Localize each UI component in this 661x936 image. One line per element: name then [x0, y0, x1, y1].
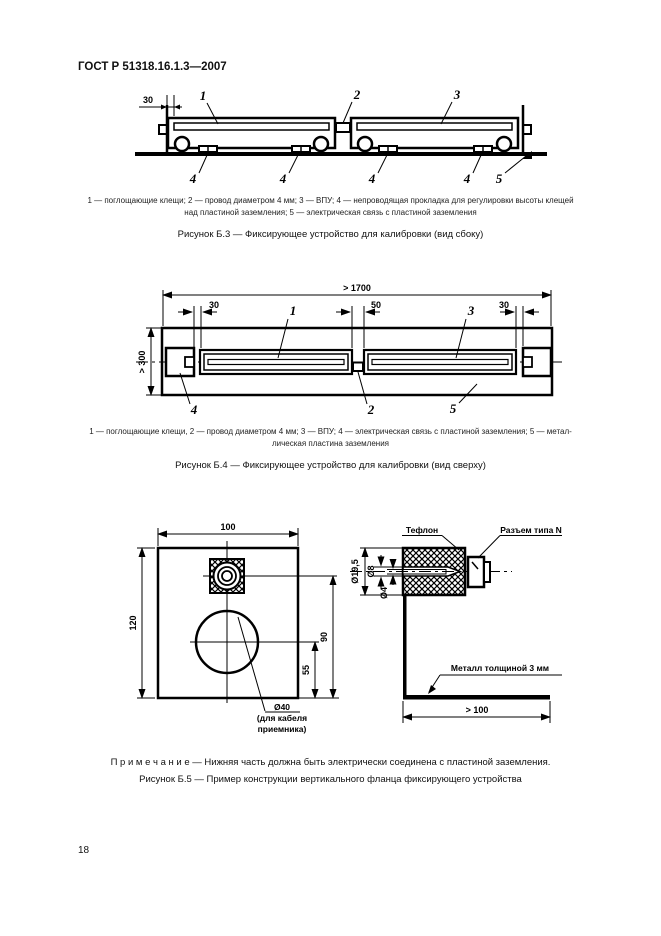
standard-number-header: ГОСТ Р 51318.16.1.3—2007: [78, 61, 227, 73]
dim-d8: Ø8: [366, 555, 403, 588]
callout-2: 2: [353, 87, 361, 102]
dim-30-right: 30: [499, 300, 539, 348]
dim-300: > 300: [137, 327, 162, 396]
absorbing-clamp-side: [166, 116, 337, 153]
figure-b4-legend: 1 — поглощающие клещи, 2 — провод диамет…: [89, 427, 572, 448]
page-number: 18: [78, 845, 90, 856]
dim-d19-5: Ø19,5: [350, 547, 403, 596]
dim-base-100: > 100: [402, 701, 551, 723]
callout-1: 1: [290, 303, 297, 318]
callout-4: 4: [279, 171, 287, 186]
callouts-b4: 1 3 4 2 5: [179, 303, 478, 417]
metal-label: Металл толщиной 3 мм: [428, 663, 562, 694]
dim-120: 120: [128, 547, 155, 699]
callout-4: 4: [189, 171, 197, 186]
figure-b5-drawing: 100 120 90 55 Ø40 (для кабеля приемника): [128, 522, 562, 734]
dim-30-b3: 30: [139, 95, 182, 116]
dim-label-30-right: 30: [499, 300, 509, 310]
dim-55: 55: [301, 641, 319, 699]
figure-b3-drawing: 30: [135, 87, 547, 186]
figure-b5-caption: Рисунок Б.5 — Пример конструкции вертика…: [139, 774, 522, 785]
dim-label-100: 100: [220, 522, 235, 532]
callout-4: 4: [368, 171, 376, 186]
right-flange-side: [521, 105, 532, 152]
hole-label-cable-2: приемника): [258, 724, 307, 734]
vpu-clamp-top: [362, 348, 518, 376]
dim-label-d19-5: Ø19,5: [350, 559, 360, 584]
absorbing-clamp-top: [198, 348, 354, 376]
figure-b4-caption: Рисунок Б.4 — Фиксирующее устройство для…: [175, 460, 486, 471]
l-bracket: [403, 595, 550, 700]
metal-label-text: Металл толщиной 3 мм: [451, 663, 549, 673]
dim-label-d8: Ø8: [366, 565, 376, 577]
vpu-clamp-side: [349, 116, 520, 153]
n-type-label-text: Разъем типа N: [500, 525, 562, 535]
dim-label-30-left: 30: [209, 300, 219, 310]
dim-d4: Ø4: [379, 559, 403, 599]
callout-4: 4: [463, 171, 471, 186]
figure-b3-legend: 1 — поглощающие клещи; 2 — провод диамет…: [87, 196, 574, 217]
teflon-label: Тефлон: [402, 525, 460, 551]
hole-diameter-label: Ø40 (для кабеля приемника): [237, 616, 307, 734]
dim-label-30: 30: [143, 95, 153, 105]
dim-label-120: 120: [128, 615, 138, 630]
dim-label-55: 55: [301, 665, 311, 675]
cable-hole: [194, 609, 260, 675]
n-type-label: Разъем типа N: [477, 525, 562, 559]
dim-1700: > 1700: [162, 283, 552, 326]
left-flange-side: [158, 105, 169, 152]
hole-label-cable-1: (для кабеля: [257, 713, 307, 723]
dim-90: 90: [298, 575, 339, 699]
dim-30-left: 30: [178, 300, 219, 348]
callout-3: 3: [467, 303, 475, 318]
callout-5: 5: [450, 401, 457, 416]
figure-b3-caption: Рисунок Б.3 — Фиксирующее устройство для…: [177, 229, 484, 240]
dim-label-d4: Ø4: [379, 587, 389, 599]
callouts-b3: 1 2 3 4 4 4 4 5: [189, 87, 527, 186]
teflon-body-section: [350, 546, 512, 597]
hole-label-d40: Ø40: [274, 702, 290, 712]
flange-plate-front: [156, 541, 337, 703]
callout-4: 4: [190, 402, 198, 417]
connector-mount-front: [209, 558, 245, 594]
n-connector-section: [466, 555, 491, 589]
dim-label-base-100: > 100: [466, 705, 489, 715]
teflon-label-text: Тефлон: [406, 525, 438, 535]
right-flange-top: [521, 346, 553, 378]
callout-5: 5: [496, 171, 503, 186]
wire-bridge-side: [335, 122, 351, 133]
wire-bridge-top: [352, 361, 364, 372]
dim-label-1700: > 1700: [343, 283, 371, 293]
dim-label-50: 50: [371, 300, 381, 310]
callout-1: 1: [200, 88, 207, 103]
dim-label-90: 90: [319, 632, 329, 642]
callout-3: 3: [453, 87, 461, 102]
callout-2: 2: [367, 402, 375, 417]
left-flange-top: [164, 346, 196, 378]
dim-label-300: > 300: [137, 351, 147, 374]
dim-100: 100: [157, 522, 299, 546]
dim-50-center: 50: [336, 300, 381, 348]
figure-b4-drawing: > 1700 30 50 30 > 300: [136, 283, 564, 417]
figure-b5-note: П р и м е ч а н и е — Нижняя часть должн…: [110, 757, 551, 768]
